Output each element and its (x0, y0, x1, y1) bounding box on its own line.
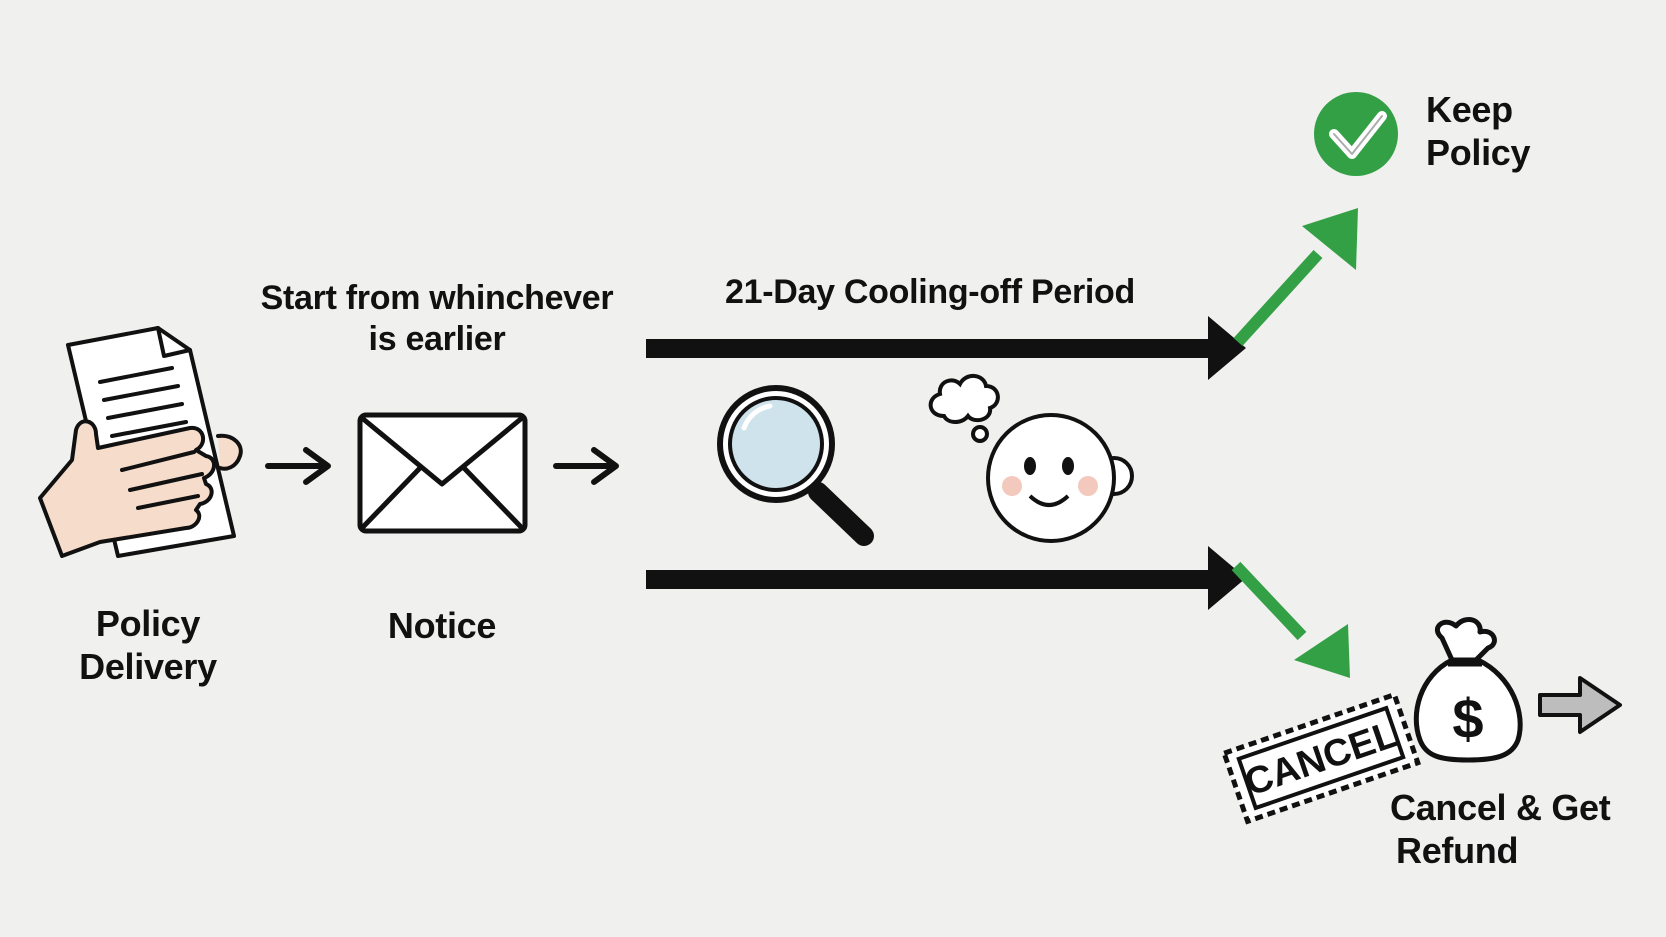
cooling-period-upper-bar (646, 316, 1246, 380)
right-arrow-icon (553, 447, 619, 485)
notice-label: Notice (387, 605, 497, 646)
keep-policy-label: Keep Policy (1426, 89, 1531, 174)
cancel-refund-label: Cancel & Get Refund (1390, 787, 1611, 872)
start-note-line-2: is earlier (368, 319, 506, 358)
magnifier-icon (717, 385, 874, 546)
keep-path-arrow (1233, 208, 1358, 347)
right-arrow-icon (1538, 676, 1622, 734)
start-note: Start from whinchever is earlier (242, 278, 632, 360)
thinking-face-icon (928, 374, 1134, 543)
right-arrow-icon (265, 447, 331, 485)
dollar-sign: $ (1452, 687, 1483, 750)
cooling-off-title: 21-Day Cooling-off Period (725, 273, 1135, 311)
money-bag-icon: $ (1413, 616, 1523, 763)
document-hand-icon (38, 326, 243, 558)
cooling-period-lower-bar (646, 546, 1246, 610)
start-note-line-1: Start from whinchever (260, 279, 614, 317)
cancel-ticket-icon: CANCEL (1221, 691, 1421, 825)
envelope-icon (357, 412, 528, 534)
check-circle-icon (1314, 92, 1398, 176)
cancel-path-arrow (1231, 561, 1350, 678)
policy-delivery-label: Policy Delivery (79, 603, 217, 688)
